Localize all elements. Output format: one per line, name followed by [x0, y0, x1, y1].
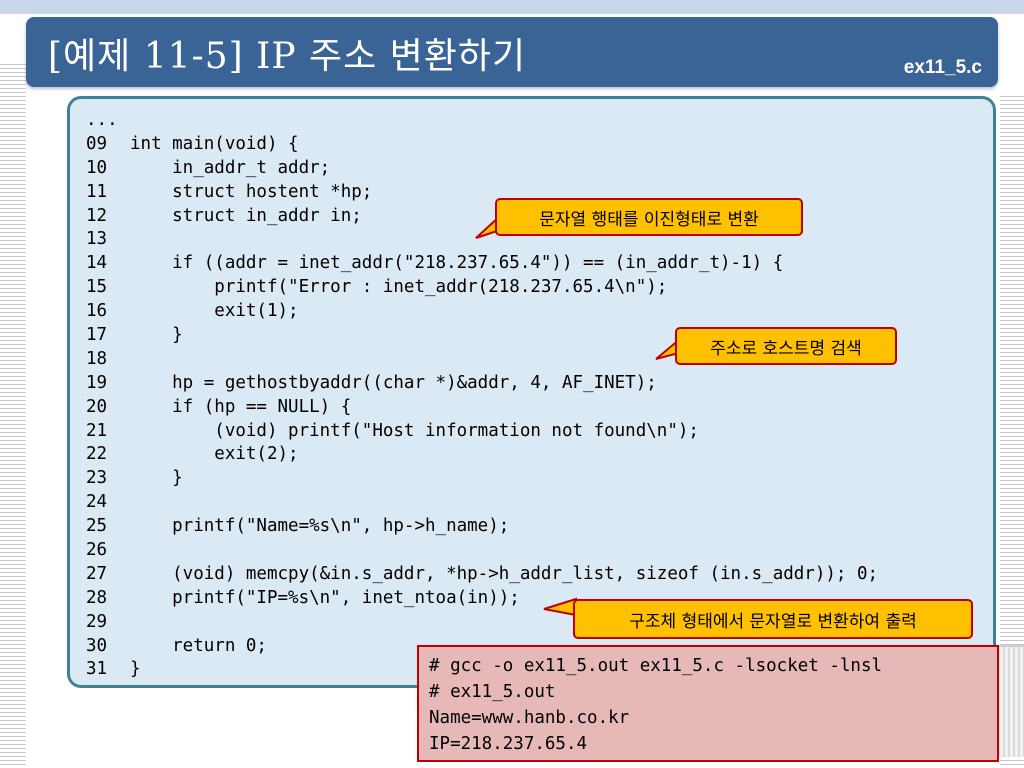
top-decor-band: [0, 0, 1024, 14]
code-text: struct hostent *hp;: [130, 181, 373, 202]
code-line: 11 struct hostent *hp;: [86, 181, 878, 205]
code-line: 26: [86, 539, 878, 563]
code-text: exit(2);: [130, 444, 299, 465]
code-text: in_addr_t addr;: [130, 157, 331, 178]
code-line: 28 printf("IP=%s\n", inet_ntoa(in));: [86, 587, 878, 611]
code-line: ...: [86, 109, 878, 133]
line-number: 11: [86, 181, 108, 202]
line-number: 15: [86, 277, 108, 298]
code-text: }: [130, 325, 183, 346]
code-line: 18: [86, 348, 878, 372]
callout-struct-to-string: 구조체 형태에서 문자열로 변환하여 출력: [573, 599, 973, 639]
code-line: 10 in_addr_t addr;: [86, 157, 878, 181]
building-decor: [998, 645, 1024, 757]
code-line: 24: [86, 491, 878, 515]
code-text: int main(void) {: [130, 133, 299, 154]
left-stripe-decor: [0, 64, 26, 768]
code-line: 25 printf("Name=%s\n", hp->h_name);: [86, 515, 878, 539]
code-text: (void) printf("Host information not foun…: [130, 420, 699, 441]
code-line: 23 }: [86, 467, 878, 491]
code-line: 19 hp = gethostbyaddr((char *)&addr, 4, …: [86, 372, 878, 396]
code-text: if ((addr = inet_addr("218.237.65.4")) =…: [130, 253, 784, 274]
code-line: 31}: [86, 658, 878, 682]
terminal-output: # gcc -o ex11_5.out ex11_5.c -lsocket -l…: [417, 645, 999, 762]
line-number: 21: [86, 420, 108, 441]
line-number: 24: [86, 492, 108, 513]
line-number: 18: [86, 348, 108, 369]
line-number: 09: [86, 133, 108, 154]
code-text: }: [130, 659, 141, 680]
code-line: 20 if (hp == NULL) {: [86, 396, 878, 420]
line-number: 25: [86, 516, 108, 537]
line-number: 19: [86, 372, 108, 393]
line-number: 31: [86, 659, 108, 680]
line-number: 16: [86, 301, 108, 322]
terminal-line: Name=www.hanb.co.kr: [429, 708, 630, 728]
title-bar: [예제 11-5] IP 주소 변환하기 ex11_5.c: [26, 17, 998, 87]
line-number: 14: [86, 253, 108, 274]
code-text: exit(1);: [130, 301, 299, 322]
callout-binary-text: 문자열 행태를 이진형태로 변환: [539, 209, 759, 230]
code-text: return 0;: [130, 635, 267, 656]
terminal-line: IP=218.237.65.4: [429, 734, 588, 754]
line-number: 12: [86, 205, 108, 226]
code-text: }: [130, 468, 183, 489]
code-text: hp = gethostbyaddr((char *)&addr, 4, AF_…: [130, 372, 657, 393]
slide-title: [예제 11-5] IP 주소 변환하기: [48, 36, 527, 77]
code-line: 09 int main(void) {: [86, 133, 878, 157]
line-number: 26: [86, 540, 108, 561]
terminal-line: # ex11_5.out: [429, 682, 556, 702]
filename-label: ex11_5.c: [903, 57, 982, 78]
line-number: 28: [86, 587, 108, 608]
terminal-line: # gcc -o ex11_5.out ex11_5.c -lsocket -l…: [429, 656, 883, 676]
line-number: 23: [86, 468, 108, 489]
code-text: printf("IP=%s\n", inet_ntoa(in));: [130, 587, 520, 608]
code-line: 16 exit(1);: [86, 300, 878, 324]
line-number: 20: [86, 396, 108, 417]
code-line: 17 }: [86, 324, 878, 348]
line-number: 29: [86, 611, 108, 632]
code-line: 21 (void) printf("Host information not f…: [86, 420, 878, 444]
code-line: 14 if ((addr = inet_addr("218.237.65.4")…: [86, 252, 878, 276]
code-line: 29: [86, 611, 878, 635]
code-text: printf("Name=%s\n", hp->h_name);: [130, 516, 510, 537]
code-text: printf("Error : inet_addr(218.237.65.4\n…: [130, 277, 668, 298]
line-number: 27: [86, 563, 108, 584]
code-line: 27 (void) memcpy(&in.s_addr, *hp->h_addr…: [86, 563, 878, 587]
code-line: 15 printf("Error : inet_addr(218.237.65.…: [86, 276, 878, 300]
line-number: 17: [86, 325, 108, 346]
callout-struct-text: 구조체 형태에서 문자열로 변환하여 출력: [629, 611, 917, 632]
callout-lookup: 주소로 호스트명 검색: [675, 327, 897, 365]
code-line: 13: [86, 228, 878, 252]
line-number: 13: [86, 229, 108, 250]
code-line: 22 exit(2);: [86, 443, 878, 467]
line-number: 30: [86, 635, 108, 656]
code-text: struct in_addr in;: [130, 205, 362, 226]
code-line: 12 struct in_addr in;: [86, 205, 878, 229]
code-text: if (hp == NULL) {: [130, 396, 352, 417]
code-text: (void) memcpy(&in.s_addr, *hp->h_addr_li…: [130, 563, 879, 584]
callout-binary: 문자열 행태를 이진형태로 변환: [495, 198, 803, 236]
line-number: 22: [86, 444, 108, 465]
callout-lookup-text: 주소로 호스트명 검색: [710, 338, 862, 359]
code-line: 30 return 0;: [86, 635, 878, 659]
line-number: ...: [86, 110, 118, 130]
line-number: 10: [86, 157, 108, 178]
